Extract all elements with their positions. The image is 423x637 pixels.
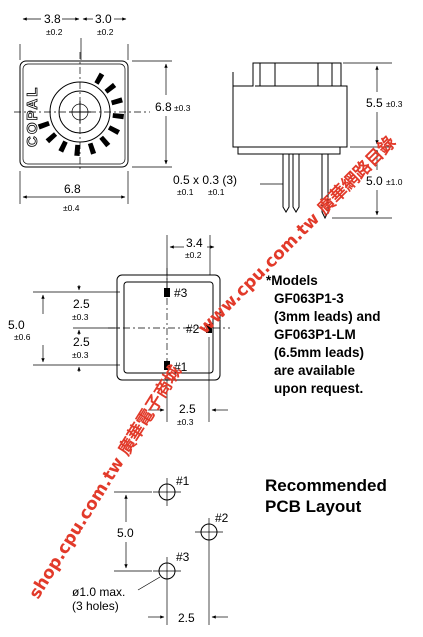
- pcb-layout: Recommended PCB Layout #1 #2 #3 5.0 ø1.0…: [72, 474, 387, 625]
- bottom-pitch-a: 2.5: [73, 297, 90, 311]
- bottom-overall-tol: ±0.6: [14, 332, 31, 342]
- top-width-left-tol: ±0.2: [46, 27, 63, 37]
- bottom-top-dim-tol: ±0.2: [185, 250, 202, 260]
- side-lead-length-tol: ±1.0: [386, 177, 403, 187]
- dial-tick: [45, 132, 58, 144]
- bottom-pitch-a-tol: ±0.3: [72, 312, 89, 322]
- bottom-pin1-label: #1: [174, 360, 188, 374]
- dial-tick: [107, 125, 120, 135]
- top-width-right: 3.0: [95, 12, 112, 26]
- bottom-view: 3.4 ±0.2 #3 #2 #1 5.0 ±0.6 2.5 ±0.3 2.5 …: [8, 235, 230, 427]
- dial-tick: [74, 144, 81, 156]
- pcb-pin3-label: #3: [176, 550, 190, 564]
- note-line-3: GF063P1-LM: [274, 327, 356, 342]
- pcb-pin2-label: #2: [215, 511, 229, 525]
- bottom-pin3-label: #3: [174, 286, 188, 300]
- top-width: 6.8: [64, 182, 81, 196]
- watermark-catalog: www.cpu.com.tw 廣華網路目錄: [194, 132, 400, 338]
- pcb-pitch-horizontal: 2.5: [178, 611, 195, 625]
- side-lead-size: 0.5 x 0.3 (3): [173, 173, 237, 187]
- bottom-top-dim: 3.4: [186, 236, 203, 250]
- note-line-2: (3mm leads) and: [274, 309, 381, 324]
- bottom-bottom-dim-tol: ±0.3: [177, 417, 194, 427]
- pcb-hole-note-2: (3 holes): [72, 599, 119, 613]
- bottom-pin2-label: #2: [186, 322, 200, 336]
- top-view: 3.8 ±0.2 3.0 ±0.2 COPAL 6.8 ±0.3 6.8 ±0.…: [14, 12, 191, 213]
- bottom-bottom-dim: 2.5: [179, 402, 196, 416]
- dial-tick: [111, 97, 123, 106]
- dial-tick: [99, 135, 111, 148]
- pcb-hole-note-1: ø1.0 max.: [72, 585, 125, 599]
- side-lead-tol-b: ±0.1: [208, 187, 225, 197]
- side-view: 5.5 ±0.3 5.0 ±1.0 0.5 x 0.3 (3) ±0.1 ±0.…: [173, 62, 403, 220]
- side-lead-length: 5.0: [366, 174, 383, 188]
- side-body-height-tol: ±0.3: [386, 99, 403, 109]
- pcb-pin1-label: #1: [176, 474, 190, 488]
- dial-tick: [104, 82, 117, 94]
- top-height: 6.8: [155, 100, 172, 114]
- note-line-5: are available: [274, 363, 356, 378]
- pcb-title-line-2: PCB Layout: [265, 497, 362, 516]
- dial-tick: [112, 113, 124, 120]
- top-width-tol: ±0.4: [63, 203, 80, 213]
- dial-tick: [58, 140, 68, 153]
- note-line-0: *Models: [266, 273, 318, 288]
- note-line-1: GF063P1-3: [274, 291, 344, 306]
- note-line-4: (6.5mm leads): [274, 345, 364, 360]
- dial-tick: [94, 72, 105, 85]
- bottom-pitch-b-tol: ±0.3: [72, 350, 89, 360]
- note-line-6: upon request.: [274, 381, 363, 396]
- side-body-height: 5.5: [366, 96, 383, 110]
- pcb-title-line-1: Recommended: [265, 476, 387, 495]
- brand-logo: COPAL: [24, 86, 41, 147]
- dial-tick: [87, 142, 97, 155]
- top-width-left: 3.8: [44, 12, 61, 26]
- pcb-pitch-vertical: 5.0: [117, 526, 134, 540]
- models-note: *Models GF063P1-3 (3mm leads) and GF063P…: [266, 273, 381, 396]
- dial-tick: [37, 121, 50, 130]
- top-width-right-tol: ±0.2: [97, 27, 114, 37]
- bottom-pitch-b: 2.5: [73, 335, 90, 349]
- side-lead-tol-a: ±0.1: [177, 187, 194, 197]
- watermark-shop: shop.cpu.com.tw 廣華電子商城: [24, 362, 185, 603]
- top-height-tol: ±0.3: [174, 103, 191, 113]
- dial-scale-ticks: [37, 72, 124, 156]
- bottom-overall: 5.0: [8, 318, 25, 332]
